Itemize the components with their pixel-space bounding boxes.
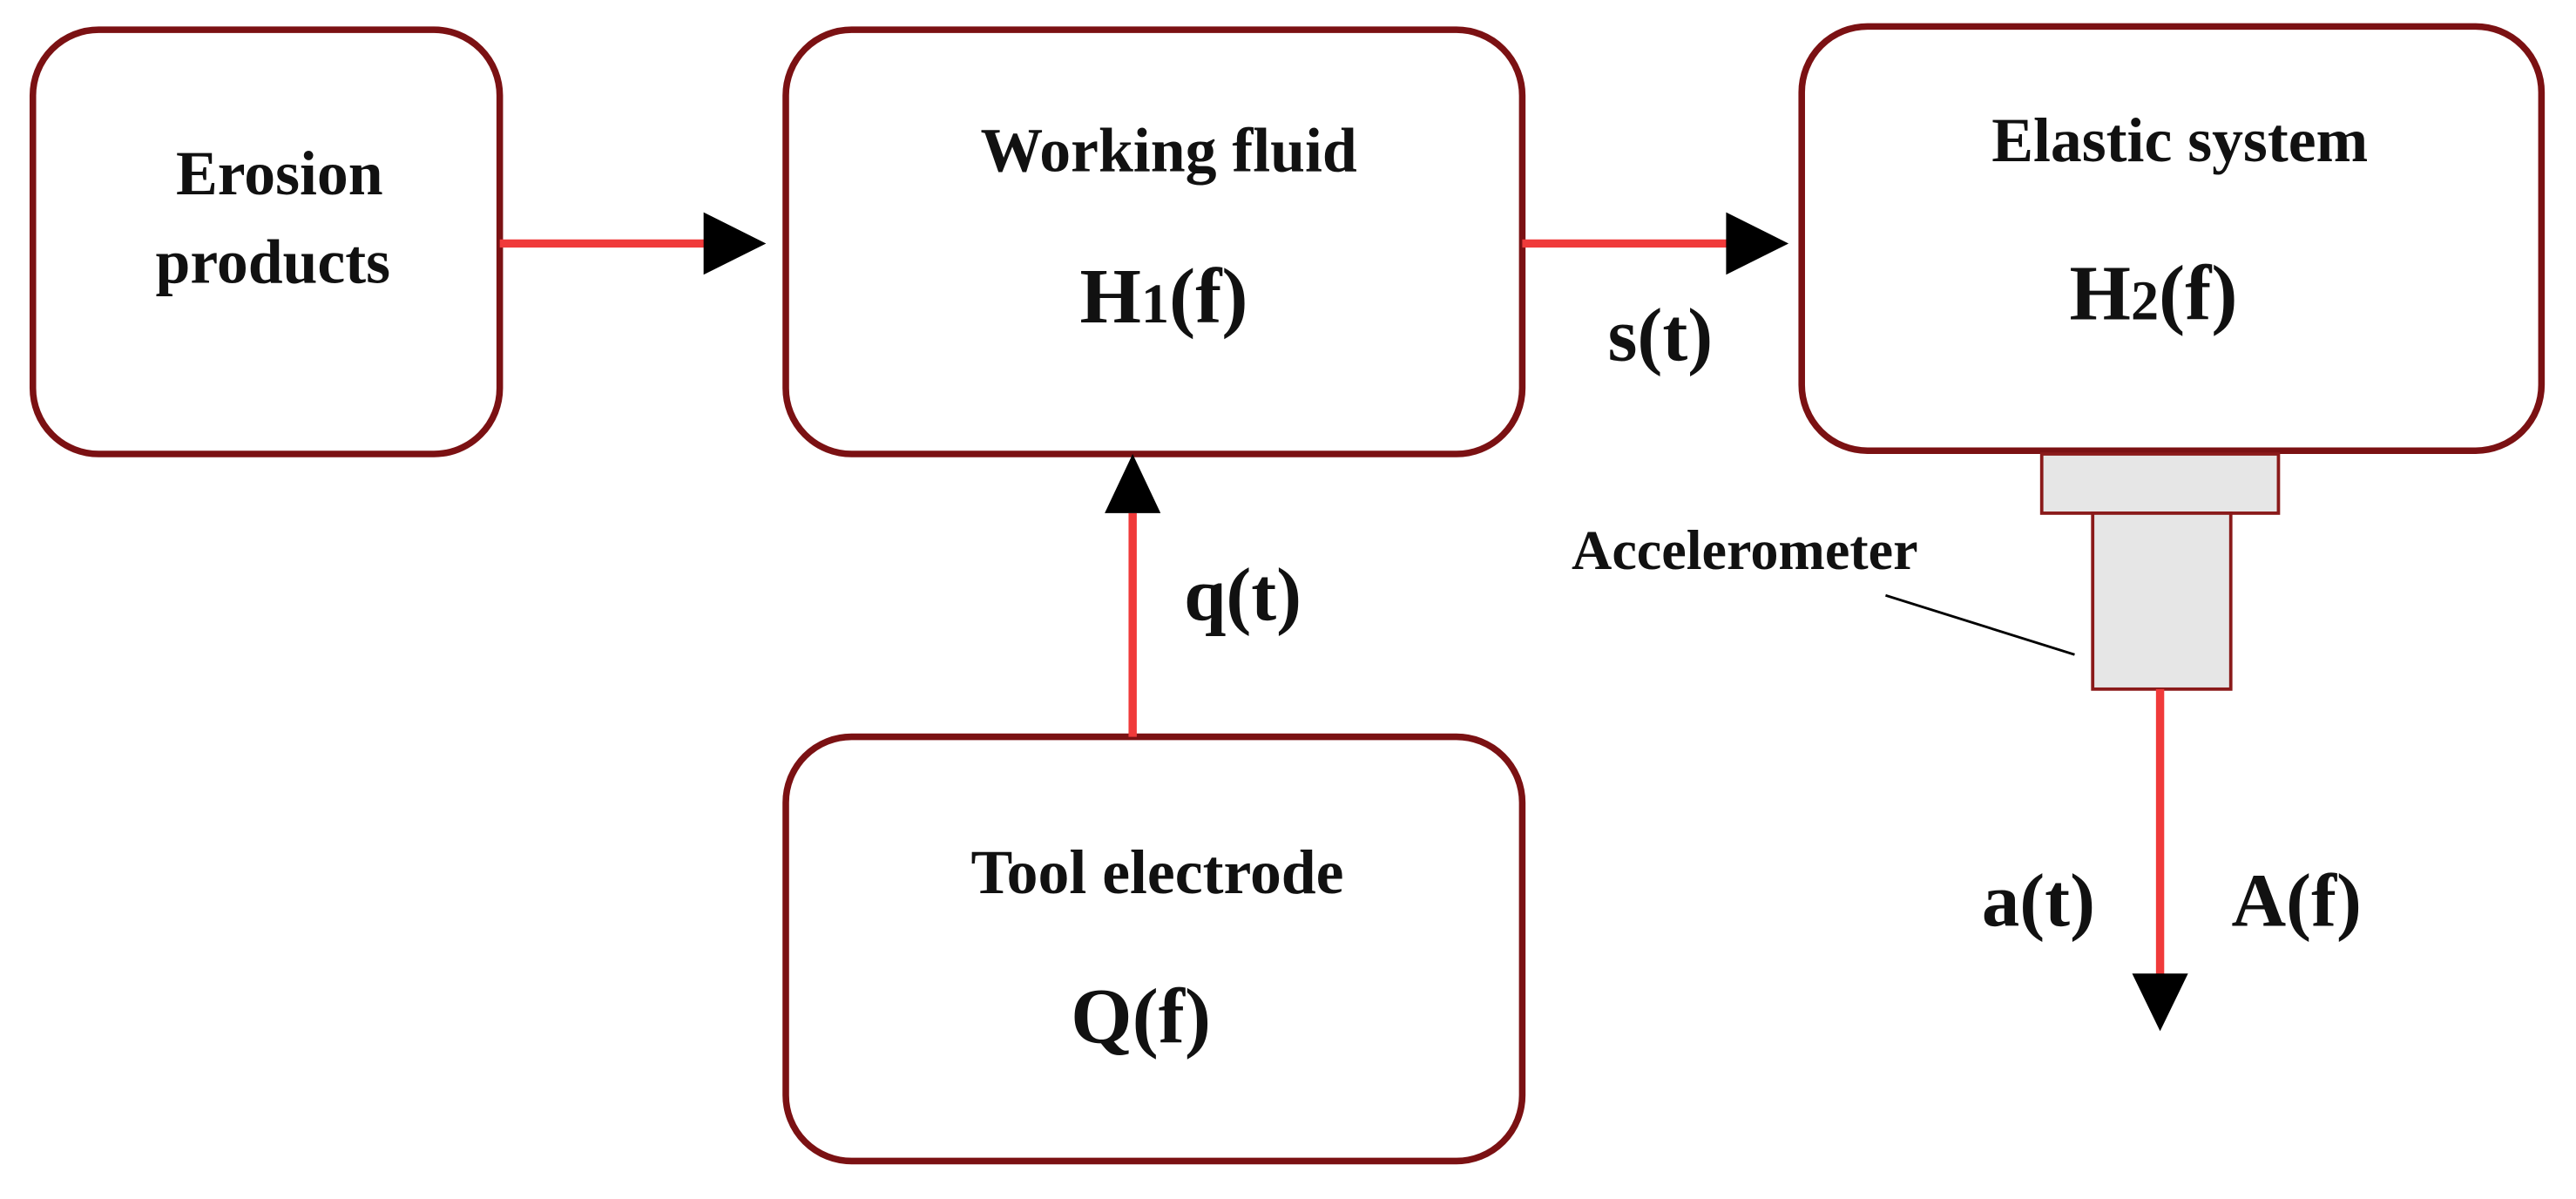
erosion-products-block: Erosion products — [29, 26, 504, 457]
working-fluid-title: Working fluid — [981, 115, 1357, 185]
signal-label-A: A(f) — [2231, 859, 2361, 943]
elastic-system-block: Elastic system H2(f) — [1798, 23, 2546, 454]
accelerometer-body — [2091, 511, 2233, 691]
fluid-to-elastic-arrowhead — [1726, 212, 1789, 275]
tool-electrode-transfer-function: Q(f) — [1071, 972, 1211, 1060]
accelerometer-mount-plate — [2039, 452, 2281, 515]
elastic-system-transfer-argument: (f) — [2159, 248, 2237, 336]
accelerometer-leader-line — [1885, 593, 2075, 656]
elastic-system-box — [1798, 23, 2546, 454]
erosion-products-label-line1: Erosion — [176, 139, 383, 208]
elastic-system-transfer-subscript: 2 — [2131, 269, 2159, 331]
working-fluid-block: Working fluid H1(f) — [782, 26, 1526, 457]
fluid-to-elastic-connector — [1522, 212, 1789, 275]
signal-label-q: q(t) — [1184, 553, 1302, 637]
working-fluid-transfer-function: H1(f) — [1080, 252, 1248, 340]
accelerometer-output-arrowhead — [2132, 973, 2188, 1032]
accelerometer-label: Accelerometer — [1572, 519, 1918, 581]
working-fluid-transfer-base: H — [1080, 252, 1141, 340]
tool-electrode-block: Tool electrode Q(f) — [782, 733, 1526, 1165]
tool-to-fluid-connector — [1105, 453, 1161, 737]
erosion-to-fluid-arrowhead — [703, 212, 767, 275]
elastic-system-transfer-base: H — [2070, 248, 2131, 336]
tool-electrode-box — [782, 733, 1526, 1165]
elastic-system-transfer-function: H2(f) — [2070, 248, 2238, 336]
signal-label-a: a(t) — [1982, 859, 2095, 943]
accelerometer-output-connector — [2132, 688, 2188, 1032]
working-fluid-transfer-argument: (f) — [1169, 252, 1247, 340]
signal-label-s: s(t) — [1608, 293, 1714, 376]
working-fluid-transfer-subscript: 1 — [1141, 273, 1169, 335]
accelerometer-sensor: Accelerometer — [1572, 452, 2281, 691]
erosion-to-fluid-connector — [499, 212, 767, 275]
working-fluid-box — [782, 26, 1526, 457]
tool-to-fluid-arrowhead — [1105, 453, 1161, 513]
erosion-products-label-line2: products — [155, 227, 390, 297]
tool-electrode-title: Tool electrode — [970, 837, 1343, 907]
elastic-system-title: Elastic system — [1991, 105, 2368, 175]
